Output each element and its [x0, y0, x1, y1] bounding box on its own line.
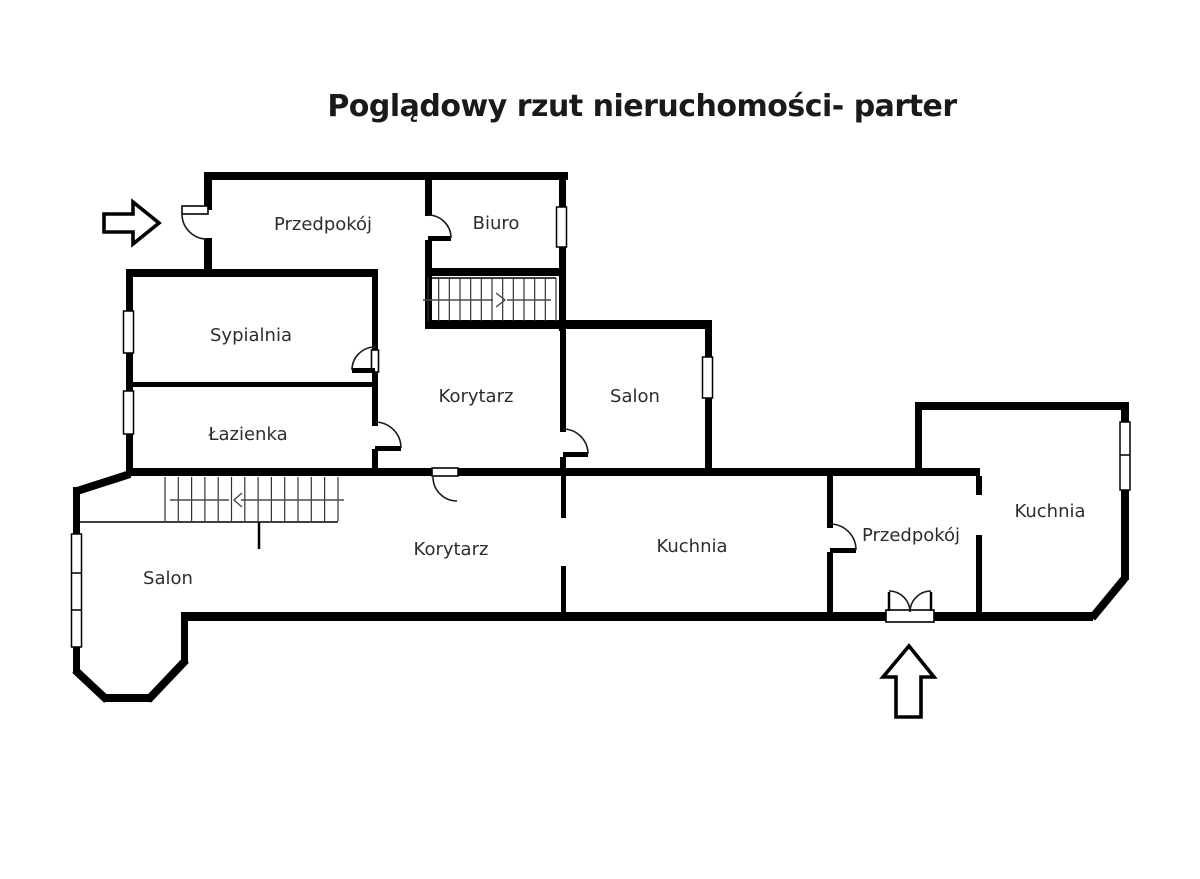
room-label-przedpokoj-prawy: Przedpokój	[862, 525, 960, 546]
door-south-entry-double	[885, 590, 935, 623]
door-salon-gorny	[560, 428, 589, 457]
walls	[72, 172, 1129, 703]
door-korytarz-dolny	[431, 467, 459, 502]
room-label-biuro: Biuro	[473, 213, 520, 234]
window-salon-dolny	[70, 533, 83, 648]
door-west-entry	[181, 205, 209, 240]
south-entrance-arrow	[879, 643, 938, 719]
stairs-upper-direction-arrow	[423, 292, 551, 308]
room-label-salon-gorny: Salon	[610, 386, 660, 407]
room-label-salon-dolny: Salon	[143, 568, 193, 589]
room-label-lazienka: Łazienka	[207, 424, 287, 445]
windows	[70, 206, 1131, 648]
stairs-upper	[423, 277, 557, 321]
west-entrance-arrow	[102, 198, 162, 248]
door-sypialnia	[351, 346, 380, 373]
door-biuro	[425, 214, 452, 241]
room-label-sypialnia: Sypialnia	[210, 325, 292, 346]
room-label-korytarz-gorny: Korytarz	[439, 386, 514, 407]
room-label-kuchnia-prawa: Kuchnia	[1014, 501, 1085, 522]
room-label-przedpokoj-gorny: Przedpokój	[274, 214, 372, 235]
room-labels: Przedpokój Biuro Sypialnia Łazienka Kory…	[143, 213, 1085, 589]
room-label-korytarz-dolny: Korytarz	[414, 539, 489, 560]
stairs-lower	[78, 477, 344, 549]
window-kuchnia-prawa	[1119, 421, 1131, 491]
window-sypialnia	[122, 310, 135, 354]
stairs-lower-direction-arrow	[170, 492, 344, 508]
window-lazienka	[122, 390, 135, 435]
page-title: Poglądowy rzut nieruchomości- parter	[327, 89, 957, 124]
door-lazienka	[372, 421, 402, 451]
window-salon-gorny	[701, 356, 714, 399]
doors	[181, 205, 935, 623]
window-biuro	[555, 206, 568, 248]
door-przedpokoj-prawy	[827, 523, 857, 553]
room-label-kuchnia-dolna: Kuchnia	[656, 536, 727, 557]
